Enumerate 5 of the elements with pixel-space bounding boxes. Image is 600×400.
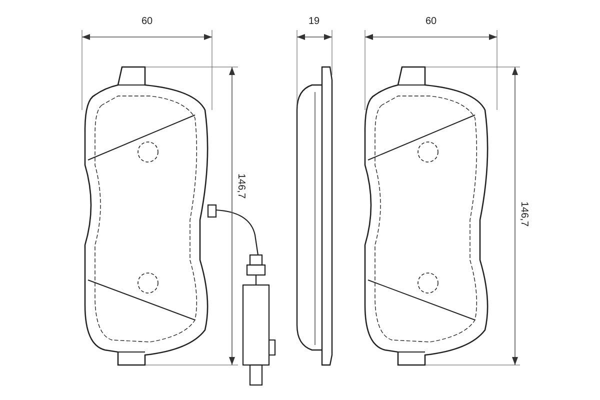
dimension-label: 146,7 (234, 173, 246, 199)
dimension-label: 60 (426, 16, 437, 28)
dimension-label: 146,7 (517, 201, 530, 227)
dimension-label: 19 (308, 16, 320, 28)
dimension-label: 60 (142, 16, 153, 28)
